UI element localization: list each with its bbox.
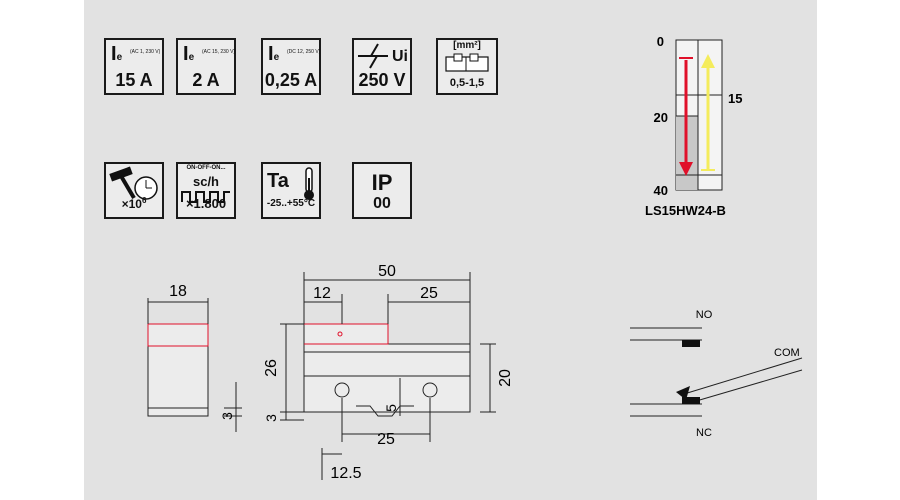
dimension-drawing: 18 50 12 25 26 20 3 3 5 25 12.5 xyxy=(147,263,514,482)
rating-ac15: Ie (AC 15, 230 V) 2 A xyxy=(176,38,236,95)
dim-25-top: 25 xyxy=(420,285,438,302)
tick-40: 40 xyxy=(654,183,668,198)
yellow-arrowhead xyxy=(701,54,715,68)
dim-3-mid: 3 xyxy=(263,414,279,422)
model-number: LS15HW24-B xyxy=(645,203,726,218)
dim-3-left: 3 xyxy=(219,412,235,420)
rating-ui: Ui 250 V xyxy=(352,38,412,95)
datasheet-panel: Ie (AC 1, 230 V) 15 A Ie (AC 15, 230 V) … xyxy=(84,0,817,500)
no-contact xyxy=(682,340,700,347)
rating-dc12: Ie (DC 12, 250 V) 0,25 A xyxy=(261,38,321,95)
rating-wire: [mm²] 0,5-1,5 xyxy=(436,38,498,95)
rating-ip: IP 00 xyxy=(352,162,412,219)
rating-ac1: Ie (AC 1, 230 V) 15 A xyxy=(104,38,164,95)
rating-life: ×106 xyxy=(104,162,164,219)
dim-25-bottom: 25 xyxy=(377,431,395,448)
dim-12: 12 xyxy=(313,285,331,302)
pulse-icon xyxy=(181,191,230,203)
label-nc: NC xyxy=(696,427,712,439)
tick-20: 20 xyxy=(654,110,668,125)
svg-text:Ui: Ui xyxy=(392,48,408,65)
dim-5: 5 xyxy=(383,404,399,412)
voltage-icon: Ui xyxy=(358,43,408,69)
label-com: COM xyxy=(774,347,800,359)
nc-contact xyxy=(682,397,700,404)
dim-26: 26 xyxy=(263,359,280,377)
dim-20: 20 xyxy=(497,369,514,387)
contact-schematic: NO NC COM xyxy=(630,309,803,439)
tick-0: 0 xyxy=(657,34,664,49)
dim-18: 18 xyxy=(169,283,187,300)
thermometer-icon xyxy=(304,167,314,200)
red-arrowhead xyxy=(679,162,693,176)
label-no: NO xyxy=(696,309,713,321)
rating-switching: ON-OFF-ON... sc/h ×1.800 xyxy=(176,162,236,219)
rating-temperature: Ta -25..+55°C xyxy=(261,162,321,219)
dim-50: 50 xyxy=(378,263,396,280)
travel-diagram: 0 20 40 15 xyxy=(654,34,743,198)
dim-12-5: 12.5 xyxy=(330,465,361,482)
terminal-block-icon xyxy=(445,53,489,72)
tick-15: 15 xyxy=(728,91,742,106)
hammer-clock-icon xyxy=(109,166,158,200)
